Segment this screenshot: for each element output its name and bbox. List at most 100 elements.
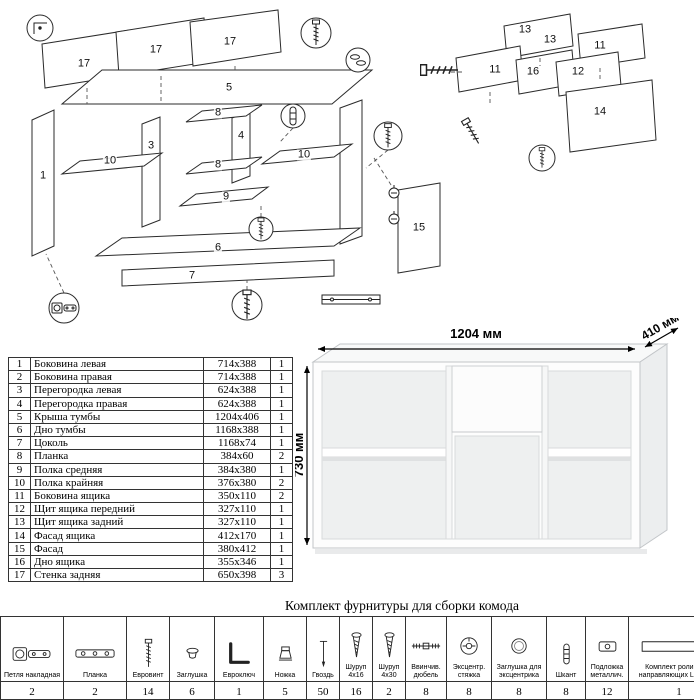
drawer-panels bbox=[455, 13, 657, 153]
part-qty: 1 bbox=[270, 370, 293, 385]
hardware-item-10: Ввинчив. дюбель bbox=[405, 616, 447, 682]
hardware-item-label: Ввинчив. дюбель bbox=[411, 664, 441, 679]
part-size: 412x170 bbox=[203, 528, 271, 543]
guide-lines bbox=[45, 66, 399, 294]
hardware-item-qty: 14 bbox=[126, 681, 170, 700]
dresser-render: 1204 мм 730 мм 410 мм bbox=[291, 310, 694, 608]
part-qty: 2 bbox=[270, 488, 293, 504]
dowel-screw-icon bbox=[407, 628, 445, 664]
hardware-item-qty: 8 bbox=[491, 681, 547, 700]
part-size: 350x110 bbox=[203, 488, 271, 504]
hardware-item-13: Шкант bbox=[546, 616, 586, 682]
screw-icon bbox=[460, 117, 483, 146]
guide-lines bbox=[450, 58, 601, 104]
hardware-item-label: Заглушка bbox=[176, 671, 208, 679]
cabinet-panels bbox=[31, 9, 441, 287]
part-qty: 2 bbox=[270, 449, 293, 464]
washer-icon bbox=[350, 54, 366, 66]
part-number: 6 bbox=[8, 422, 31, 438]
part-qty: 1 bbox=[270, 356, 293, 372]
part-qty: 1 bbox=[270, 554, 293, 570]
part-number: 8 bbox=[8, 449, 31, 464]
part-name: Дно ящика bbox=[30, 554, 204, 570]
dowel-icon bbox=[289, 106, 297, 126]
part-size: 327x110 bbox=[203, 502, 271, 517]
slide-rail-icon bbox=[630, 628, 694, 664]
hardware-item-label: Подложка металлич. bbox=[590, 664, 624, 679]
part-name: Фасад bbox=[30, 541, 204, 556]
part-number: 14 bbox=[8, 528, 31, 543]
part-name: Фасад ящика bbox=[30, 528, 204, 543]
cabinet-diagram-svg bbox=[26, 9, 441, 324]
part-name: Боковина левая bbox=[30, 356, 204, 372]
part-number: 2 bbox=[8, 370, 31, 385]
drawer-front-panel bbox=[451, 365, 543, 433]
part-number: 17 bbox=[8, 567, 31, 583]
part-qty: 1 bbox=[270, 422, 293, 438]
part-name: Перегородка правая bbox=[30, 396, 204, 411]
hardware-item-qty: 16 bbox=[339, 681, 373, 700]
hardware-item-label: Шуруп 4x16 bbox=[345, 664, 367, 679]
hardware-item-qty: 50 bbox=[306, 681, 340, 700]
part-qty: 3 bbox=[270, 567, 293, 583]
part-qty: 1 bbox=[270, 396, 293, 411]
hardware-item-qty: 8 bbox=[446, 681, 492, 700]
cam-cover-icon bbox=[493, 628, 545, 664]
width-dimension: 1204 мм bbox=[450, 326, 502, 341]
hardware-item-2: Планка bbox=[63, 616, 127, 682]
hardware-item-label: Комплект роликовых направляющих L=350мм bbox=[638, 664, 694, 679]
part-name: Щит ящика задний bbox=[30, 515, 204, 530]
hardware-item-qty: 5 bbox=[263, 681, 307, 700]
rail-icon bbox=[321, 294, 381, 305]
dresser-side bbox=[639, 343, 668, 549]
part-number: 3 bbox=[8, 383, 31, 398]
hinge-icon bbox=[51, 302, 77, 314]
dimension-arrows bbox=[304, 327, 679, 545]
part-qty: 1 bbox=[270, 462, 293, 477]
part-size: 355x346 bbox=[203, 554, 271, 570]
part-name: Цоколь bbox=[30, 436, 204, 451]
part-number: 12 bbox=[8, 502, 31, 517]
part-number: 9 bbox=[8, 462, 31, 477]
hardware-item-label: Ножка bbox=[274, 671, 296, 679]
hardware-item-qty: 2 bbox=[0, 681, 64, 700]
hardware-item-6: Ножка bbox=[263, 616, 307, 682]
part-qty: 1 bbox=[270, 436, 293, 451]
part-name: Боковина правая bbox=[30, 370, 204, 385]
dresser-compartments bbox=[321, 365, 632, 540]
screw-icon bbox=[419, 64, 459, 76]
part-number: 15 bbox=[8, 541, 31, 556]
part-number: 11 bbox=[8, 488, 31, 504]
hardware-item-label: Заглушка для эксцентрика bbox=[496, 664, 542, 679]
cam-lock-icon bbox=[448, 628, 490, 664]
hardware-item-label: Евровинт bbox=[132, 671, 164, 679]
hexkey-icon bbox=[216, 636, 262, 672]
part-number: 1 bbox=[8, 356, 31, 372]
part-qty: 1 bbox=[270, 515, 293, 530]
hardware-item-label: Петля накладная bbox=[3, 671, 61, 679]
part-qty: 1 bbox=[270, 502, 293, 517]
metal-pad-icon bbox=[587, 628, 627, 664]
part-number: 10 bbox=[8, 475, 31, 490]
part-size: 1204x406 bbox=[203, 409, 271, 424]
hardware-item-label: Планка bbox=[83, 671, 107, 679]
hardware-item-1: Петля накладная bbox=[0, 616, 64, 682]
part-qty: 1 bbox=[270, 528, 293, 543]
part-name: Боковина ящика bbox=[30, 488, 204, 504]
drawer-diagram-svg bbox=[419, 13, 657, 172]
hardware-item-4: Заглушка bbox=[169, 616, 215, 682]
